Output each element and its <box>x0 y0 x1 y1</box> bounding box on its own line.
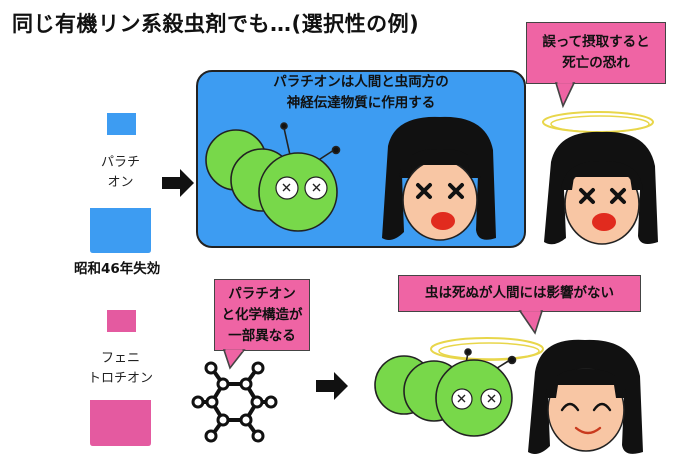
parathion-name-line-2: オン <box>107 175 134 190</box>
molecule-structure-icon <box>191 361 278 443</box>
parathion-name-label: パラチ オン <box>90 153 151 193</box>
dead-caterpillar-icon <box>205 122 341 232</box>
fenitrothion-bottle-icon <box>90 310 151 446</box>
structure-bubble-tail <box>222 349 246 370</box>
parathion-bottle-icon <box>90 113 151 253</box>
expired-caption: 昭和46年失効 <box>74 261 161 277</box>
effect-panel-line-1: パラチオンは人間と虫両方の <box>273 74 449 90</box>
page-title: 同じ有機リン系殺虫剤でも…(選択性の例) <box>12 12 420 36</box>
parathion-name-line-1: パラチ <box>100 155 140 170</box>
fenitrothion-name-label: フェニ トロチオン <box>80 349 161 389</box>
arrow-right-icon <box>162 169 194 197</box>
arrow-right-icon <box>316 372 348 400</box>
halo-icon <box>542 111 654 133</box>
effect-panel-text: パラチオンは人間と虫両方の 神経伝達物質に作用する <box>196 72 526 114</box>
structure-line-1: パラチオン <box>228 286 296 302</box>
dead-person-icon <box>544 131 658 245</box>
halo-icon <box>430 337 544 361</box>
danger-bubble-tail <box>554 82 576 109</box>
result-speech-bubble: 虫は死ぬが人間には影響がない <box>398 275 641 312</box>
dead-person-icon <box>382 116 496 241</box>
danger-speech-bubble: 誤って摂取すると 死亡の恐れ <box>526 22 666 84</box>
happy-person-icon <box>528 339 643 454</box>
danger-line-2: 死亡の恐れ <box>562 55 630 71</box>
danger-line-1: 誤って摂取すると <box>542 34 650 50</box>
fenitrothion-name-line-1: フェニ <box>100 351 140 366</box>
structure-speech-bubble: パラチオン と化学構造が 一部異なる <box>214 279 310 351</box>
structure-line-3: 一部異なる <box>228 328 296 344</box>
fenitrothion-name-line-2: トロチオン <box>87 371 153 386</box>
effect-panel-line-2: 神経伝達物質に作用する <box>286 95 436 111</box>
result-bubble-tail <box>518 310 544 335</box>
structure-line-2: と化学構造が <box>221 307 303 323</box>
dead-caterpillar-icon <box>374 348 517 437</box>
